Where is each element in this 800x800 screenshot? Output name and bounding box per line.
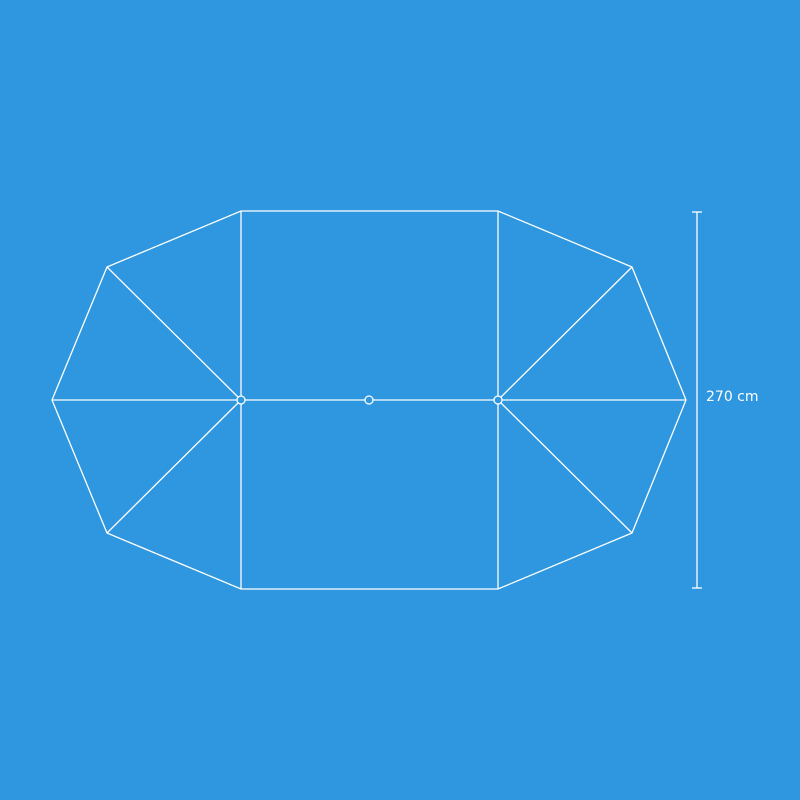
hub-center: [364, 395, 374, 405]
rib-left-upper: [106, 266, 242, 401]
dimension-label: 270 cm: [706, 389, 759, 405]
rib-left-lower: [106, 399, 242, 534]
rib-right-upper: [497, 266, 633, 401]
rib-right-lower: [497, 399, 633, 534]
hub-left: [236, 395, 246, 405]
hub-right: [493, 395, 503, 405]
